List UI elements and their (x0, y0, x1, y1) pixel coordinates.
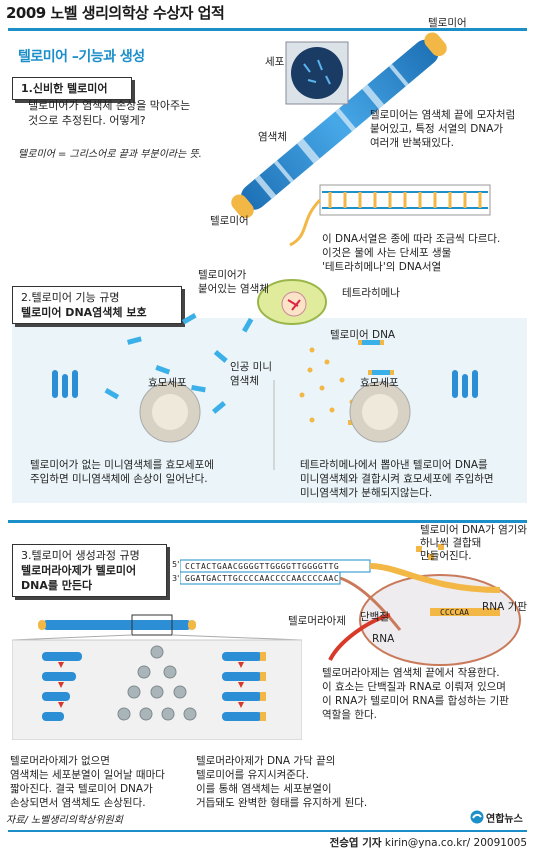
yonhap-logo: 연합뉴스 (470, 809, 530, 825)
cell-division-illustration (12, 614, 302, 740)
title-divider (8, 28, 527, 31)
label-protein: 단백질 (360, 611, 389, 623)
rna-sequence: CCCCAA (440, 608, 469, 617)
footer-bar: 전승엽 기자 kirin@yna.co.kr/ 20091005 (0, 828, 535, 851)
section1-desc2: 이 DNA서열은 종에 따라 조금씩 다르다. 이것은 물에 사는 단세포 생물… (322, 233, 501, 273)
section2-panel (12, 318, 527, 503)
section1-text: 텔로미어가 염색체 손상을 막아주는 것으로 추정된다. 어떻게? (28, 99, 191, 127)
section3-mid-text: 텔로머라아제가 DNA 가닥 끝의 텔로미어를 유지시켜준다. 이를 통해 염색… (196, 755, 368, 809)
source-credit: 자료/ 노벨생리의학상위원회 (6, 815, 123, 826)
label-chromosome: 염색체 (258, 131, 287, 143)
section2-right-text: 테트라히메나에서 뽑아낸 텔로미어 DNA를 미니염색체와 결합시켜 효모세포에… (300, 459, 494, 499)
label-telomere-top: 텔로미어 (428, 17, 467, 29)
label-tetrahymena: 테트라히메나 (342, 287, 400, 299)
section-subtitle: 텔로미어 –기능과 생성 (18, 49, 145, 65)
section2-left-text: 텔로미어가 없는 미니염색체를 효모세포에 주입하면 미니염색체에 손상이 일어… (30, 459, 214, 485)
section1-heading: 1.신비한 텔로미어 (12, 77, 132, 100)
dna-strand-top: CCTACTGAACGGGGTTGGGGTTGGGGTTG (185, 562, 340, 571)
label-artificial-mini: 인공 미니 염색체 (230, 361, 272, 387)
section1-note: 텔로미어 = 그리스어로 끝과 부분이라는 뜻. (18, 149, 202, 160)
label-telomere-dna-joined: 텔로미어 DNA가 염기와 하나씩 결합돼 만들어진다. (420, 524, 528, 562)
prime-3-label: 3' (172, 574, 180, 583)
telomerase-illustration (180, 544, 521, 666)
section2-divider (8, 520, 527, 523)
label-rna: RNA (372, 633, 395, 645)
section2-illustration (52, 279, 478, 470)
label-telomere-dna: 텔로미어 DNA (330, 329, 396, 341)
yonhap-logo-icon (470, 810, 484, 824)
section3-left-text: 텔로머라아제가 없으면 염색체는 세포분열이 일어날 때마다 짧아진다. 결국 … (10, 755, 165, 809)
label-rna-template: RNA 기판 (482, 601, 527, 613)
dna-strand-bottom: GGATGACTTGCCCCAACCCCAACCCCAAC (185, 574, 340, 583)
label-telomere-bottom: 텔로미어 (210, 215, 249, 227)
prime-5-label: 5' (172, 560, 180, 569)
label-telomerase: 텔로머라아제 (288, 615, 346, 627)
yonhap-logo-text: 연합뉴스 (486, 813, 523, 825)
label-cell: 세포 (265, 56, 285, 68)
section3-right-text: 텔로머라아제는 염색체 끝에서 작용한다. 이 효소는 단백질과 RNA로 이뤄… (322, 667, 509, 721)
label-yeast-right: 효모세포 (360, 377, 399, 389)
label-attached-chromosome: 텔로미어가 붙어있는 염색체 (198, 269, 269, 295)
chromosome-illustration (231, 32, 491, 247)
label-yeast-left: 효모세포 (148, 377, 187, 389)
page-title: 2009 노벨 생리의학상 수상자 업적 (6, 4, 225, 22)
section1-desc1: 텔로미어는 염색체 끝에 모자처럼 붙어있고, 특정 서열의 DNA가 여러개 … (370, 109, 516, 149)
byline: 전승엽 기자 kirin@yna.co.kr/ 20091005 (329, 837, 527, 849)
footer-divider (8, 830, 527, 832)
